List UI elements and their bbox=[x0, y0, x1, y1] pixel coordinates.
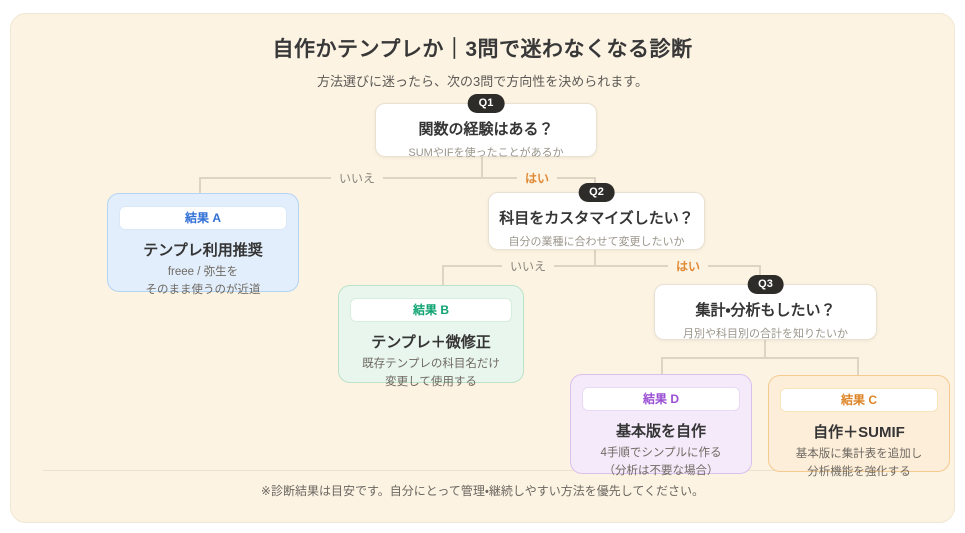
q2-title: 科目をカスタマイズしたい？ bbox=[499, 210, 694, 227]
result-c-line2: 分析機能を強化する bbox=[807, 465, 911, 478]
q2-branch-line bbox=[442, 248, 761, 285]
page-subtitle: 方法選びに迷ったら、次の3問で方向性を決められます。 bbox=[317, 74, 648, 89]
q2-branch-label-yes: はい bbox=[667, 257, 709, 275]
result-d-description: 4手順でシンプルに作る （分析は不要な場合） bbox=[571, 445, 751, 480]
result-b-line2: 変更して使用する bbox=[385, 375, 477, 388]
q1-subtitle: SUMやIFを使ったことがあるか bbox=[408, 147, 564, 159]
footnote: ※診断結果は目安です。自分にとって管理・継続しやすい方法を優先してください。 bbox=[260, 484, 705, 498]
result-c-badge: 結果 C bbox=[780, 388, 938, 413]
q3-title: 集計・分析もしたい？ bbox=[695, 302, 836, 319]
question-node-q1: Q1 関数の経験はある？ SUMやIFを使ったことがあるか bbox=[375, 94, 597, 159]
page-title: 自作かテンプレか｜3問で迷わなくなる診断 bbox=[272, 38, 693, 61]
result-c-line1: 基本版に集計表を追加し bbox=[795, 448, 923, 461]
q1-badge: Q1 bbox=[467, 94, 505, 114]
result-a-line1: freee / 弥生を bbox=[167, 266, 239, 279]
result-d-line2: （分析は不要な場合） bbox=[603, 464, 719, 477]
result-a-description: freee / 弥生を そのまま使うのが近道 bbox=[108, 264, 298, 299]
result-b-title: テンプレ＋微修正 bbox=[371, 334, 491, 352]
q3-branch-line bbox=[661, 338, 859, 375]
q3-subtitle: 月別や科目別の合計を知りたいか bbox=[683, 328, 848, 340]
q3-badge: Q3 bbox=[747, 275, 784, 295]
result-b-description: 既存テンプレの科目名だけ 変更して使用する bbox=[339, 356, 523, 391]
result-node-c: 結果 C 自作＋SUMIF 基本版に集計表を追加し 分析機能を強化する bbox=[768, 375, 950, 478]
question-node-q2: Q2 科目をカスタマイズしたい？ 自分の業種に合わせて変更したいか bbox=[488, 183, 705, 250]
result-a-badge: 結果 A bbox=[119, 206, 287, 231]
footer-divider bbox=[43, 470, 922, 471]
result-a-line2: そのまま使うのが近道 bbox=[145, 283, 261, 296]
q1-title: 関数の経験はある？ bbox=[418, 121, 554, 138]
q2-subtitle: 自分の業種に合わせて変更したいか bbox=[508, 236, 685, 248]
result-d-title: 基本版を自作 bbox=[615, 423, 706, 441]
q1-branch-label-yes: はい bbox=[516, 169, 558, 187]
result-node-a: 結果 A テンプレ利用推奨 freee / 弥生を そのまま使うのが近道 bbox=[107, 193, 299, 296]
q2-branch-label-no: いいえ bbox=[501, 257, 555, 275]
result-node-d: 結果 D 基本版を自作 4手順でシンプルに作る （分析は不要な場合） bbox=[570, 374, 752, 477]
result-b-badge: 結果 B bbox=[350, 298, 512, 323]
question-node-q3: Q3 集計・分析もしたい？ 月別や科目別の合計を知りたいか bbox=[654, 275, 877, 340]
q1-branch-label-no: いいえ bbox=[330, 169, 384, 187]
result-d-badge: 結果 D bbox=[582, 387, 740, 412]
result-d-line1: 4手順でシンプルに作る bbox=[600, 447, 722, 460]
result-c-title: 自作＋SUMIF bbox=[813, 424, 905, 442]
result-c-description: 基本版に集計表を追加し 分析機能を強化する bbox=[769, 446, 949, 481]
result-b-line1: 既存テンプレの科目名だけ bbox=[362, 358, 500, 371]
q2-badge: Q2 bbox=[578, 183, 615, 203]
result-a-title: テンプレ利用推奨 bbox=[143, 242, 263, 260]
result-node-b: 結果 B テンプレ＋微修正 既存テンプレの科目名だけ 変更して使用する bbox=[338, 285, 524, 388]
